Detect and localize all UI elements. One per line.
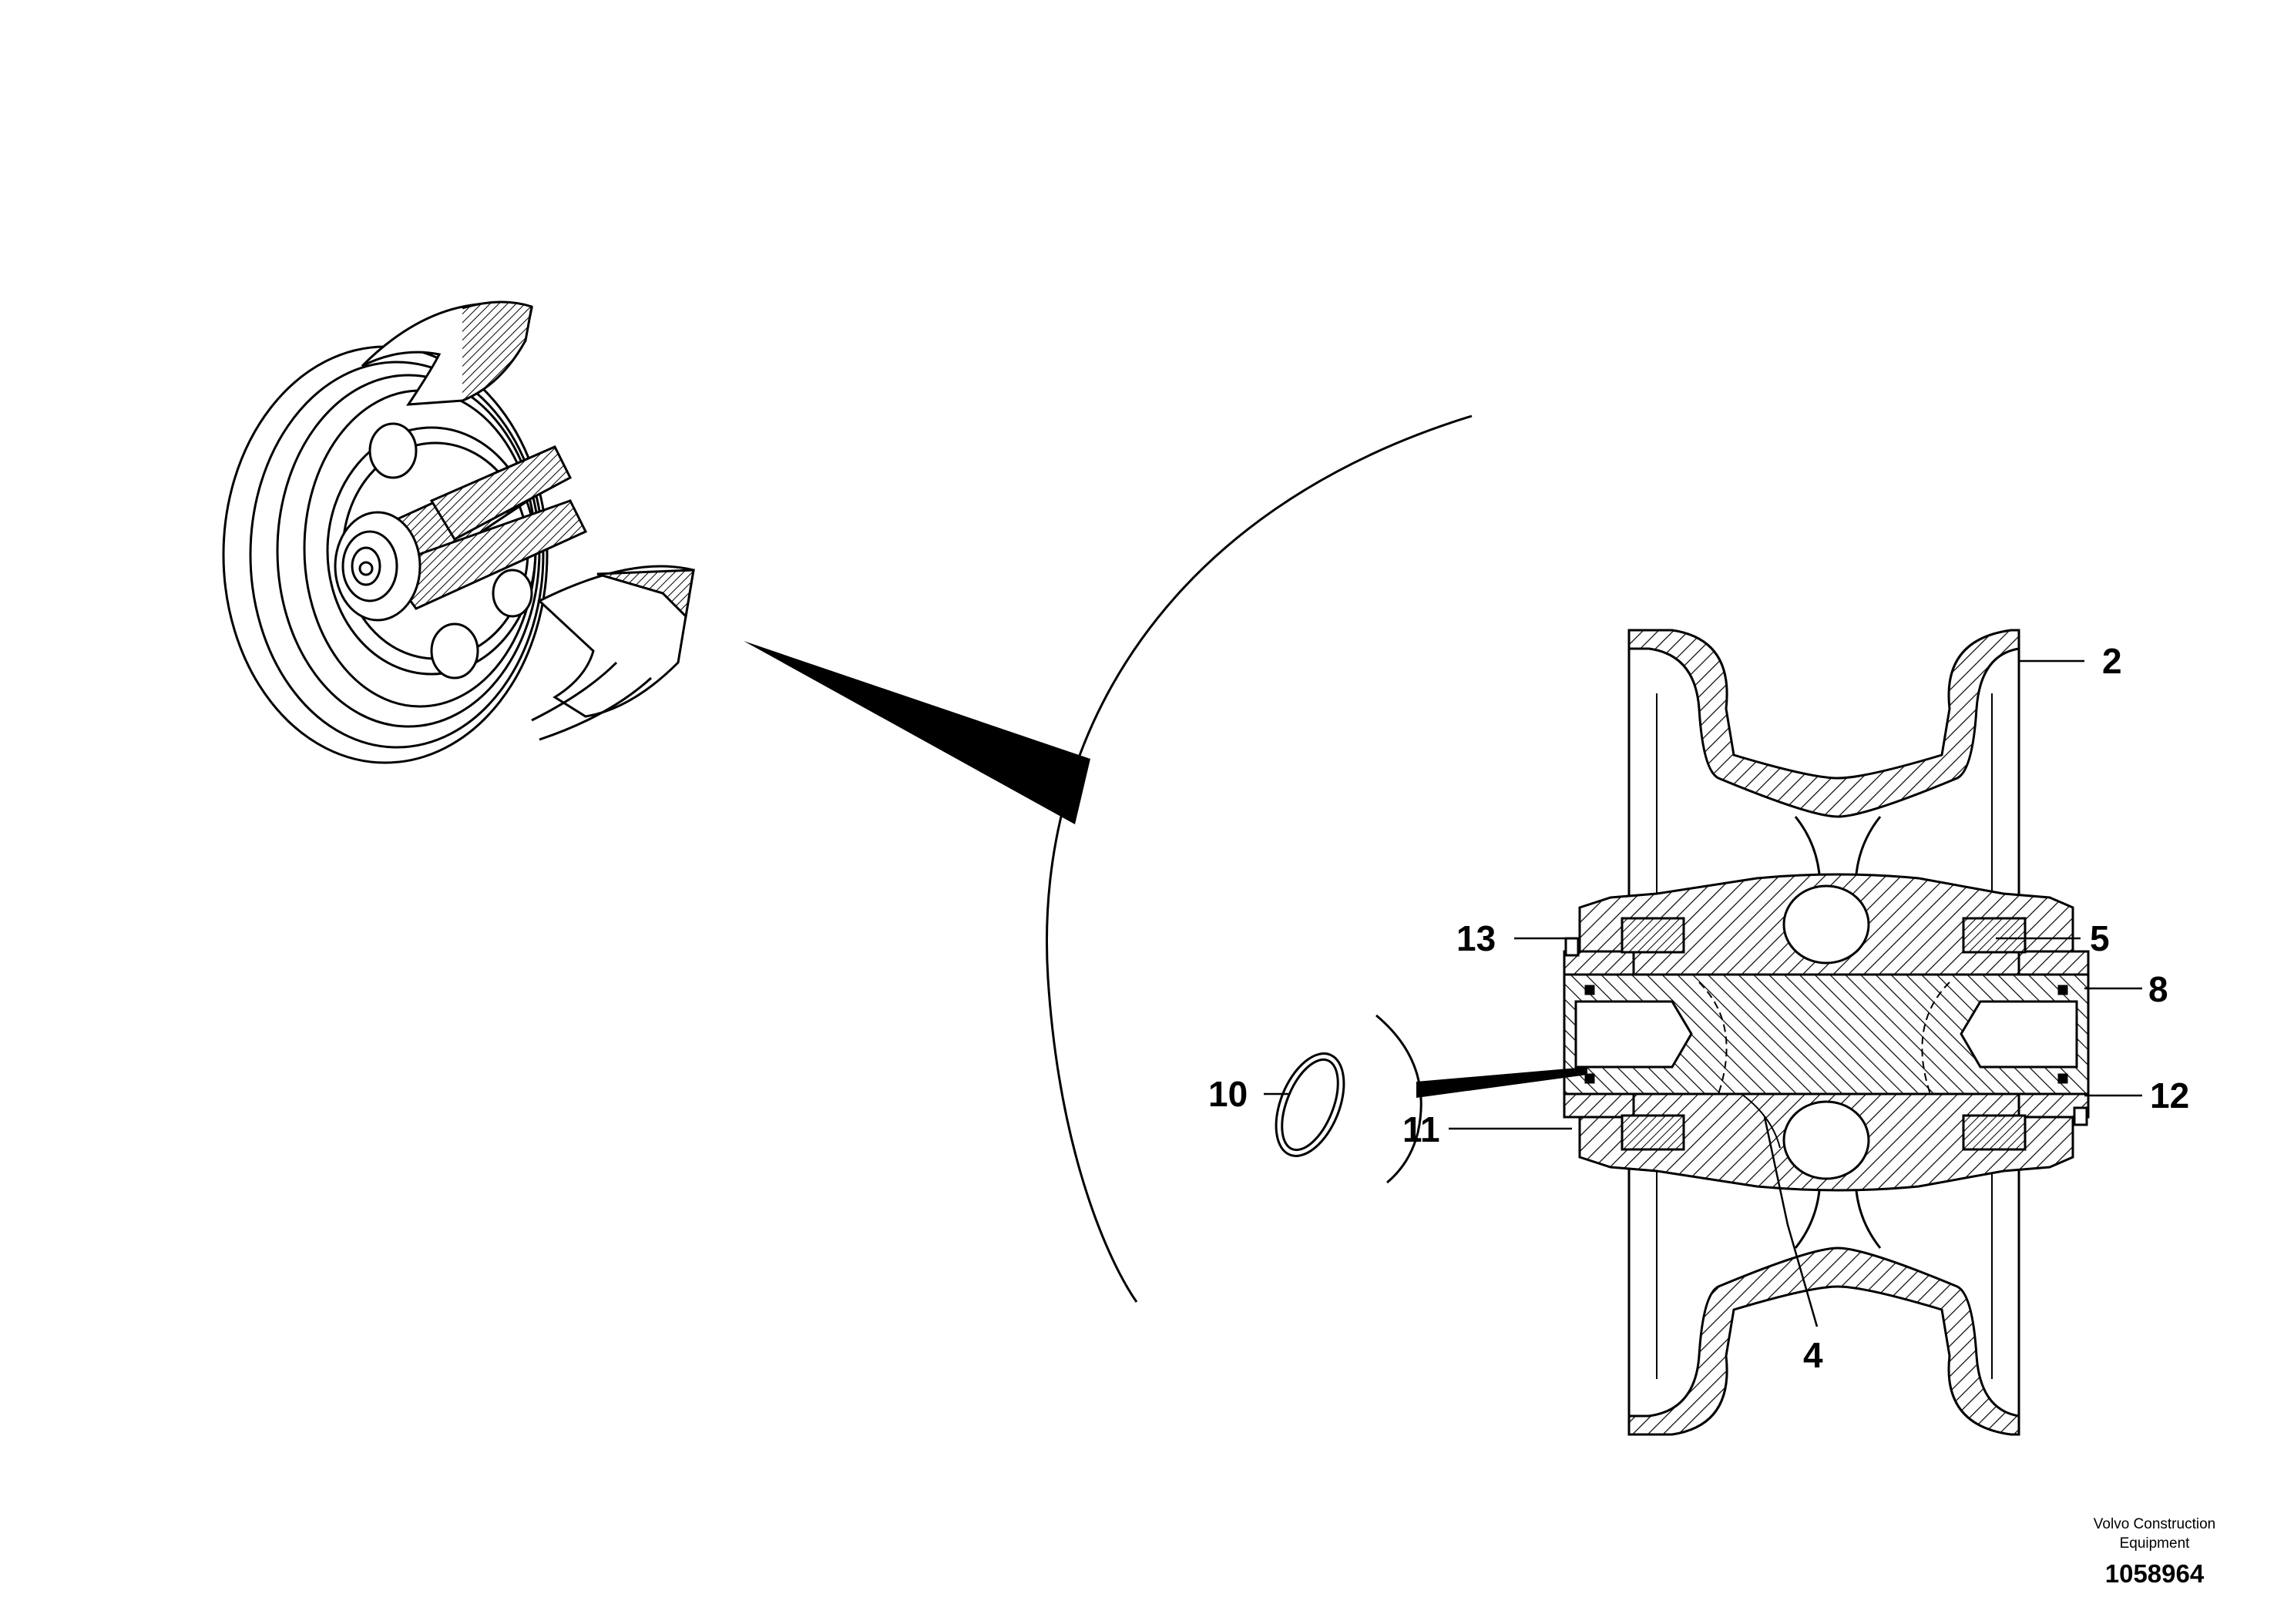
detail-small-arc [1375, 1014, 1422, 1184]
detail-circle-arc [1046, 414, 1473, 1303]
callout-5: 5 [2090, 918, 2110, 958]
document-number: 1058964 [2105, 1559, 2205, 1588]
leader-lines [1264, 659, 2142, 1327]
callout-12: 12 [2150, 1075, 2189, 1116]
brand-line-2: Equipment [2120, 1535, 2191, 1552]
detail-pointer [744, 641, 1090, 824]
callout-8: 8 [2148, 969, 2168, 1009]
footer: Volvo Construction Equipment 1058964 [2094, 1516, 2215, 1588]
cross-section-view [1563, 629, 2090, 1436]
callout-2: 2 [2102, 641, 2122, 681]
o-ring-pointer [1416, 1067, 1587, 1098]
o-ring-part [1275, 1052, 1345, 1157]
brand-line-1: Volvo Construction [2094, 1516, 2215, 1532]
cutaway-3d-view [222, 300, 695, 764]
callout-11: 11 [1402, 1109, 1440, 1149]
callout-4: 4 [1803, 1335, 1823, 1375]
callout-10: 10 [1208, 1074, 1248, 1114]
callout-13: 13 [1456, 918, 1496, 958]
